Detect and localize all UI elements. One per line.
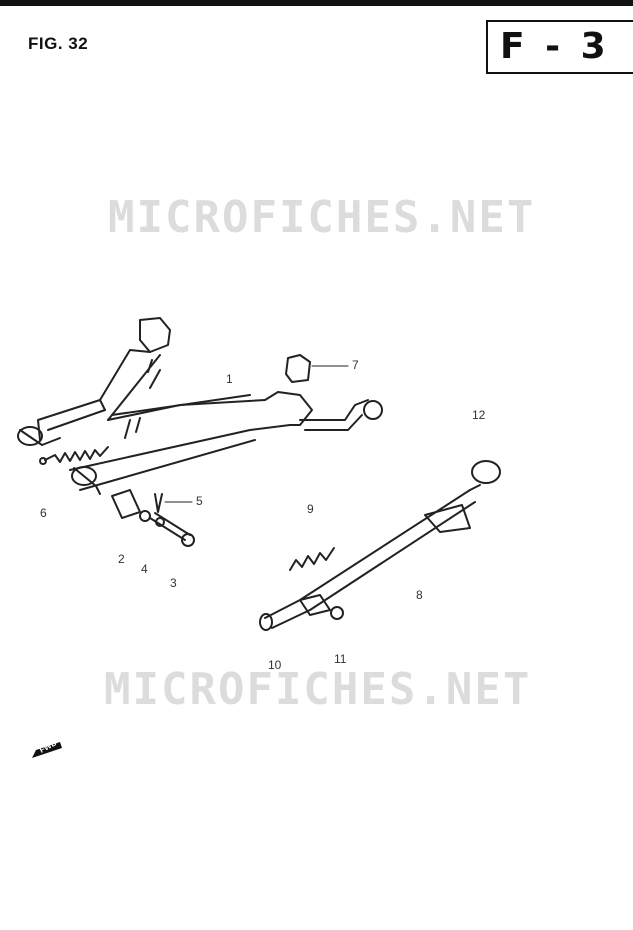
callout-8: 8 <box>416 588 423 602</box>
section-code-box <box>486 20 633 74</box>
callout-9: 9 <box>307 502 314 516</box>
watermark-top: MICROFICHES.NET <box>108 192 536 243</box>
figure-label: FIG. 32 <box>28 34 89 53</box>
side-stand-rubber <box>471 460 501 484</box>
side-stand-nut <box>330 606 344 620</box>
top-border-rule <box>0 0 633 6</box>
cotter-pin <box>154 493 163 513</box>
pivot-pipe <box>111 489 151 522</box>
section-code: F - 3 <box>500 26 610 67</box>
callout-3: 3 <box>170 576 177 590</box>
stand-cap <box>285 354 311 383</box>
callout-2: 2 <box>118 552 125 566</box>
callout-10: 10 <box>268 658 282 672</box>
side-stand-spring <box>289 547 335 571</box>
callout-6: 6 <box>40 506 47 520</box>
callout-5: 5 <box>196 494 203 508</box>
center-stand <box>17 317 383 495</box>
callout-4: 4 <box>141 562 148 576</box>
stand-spring <box>39 446 109 465</box>
watermark-bottom: MICROFICHES.NET <box>104 664 532 715</box>
callout-7: 7 <box>352 358 359 372</box>
pivot-bolt <box>149 512 195 547</box>
callout-11: 11 <box>334 652 347 666</box>
callout-12: 12 <box>472 408 486 422</box>
callout-1: 1 <box>226 372 233 386</box>
fwd-arrow-icon <box>32 742 62 758</box>
side-stand <box>259 484 481 631</box>
